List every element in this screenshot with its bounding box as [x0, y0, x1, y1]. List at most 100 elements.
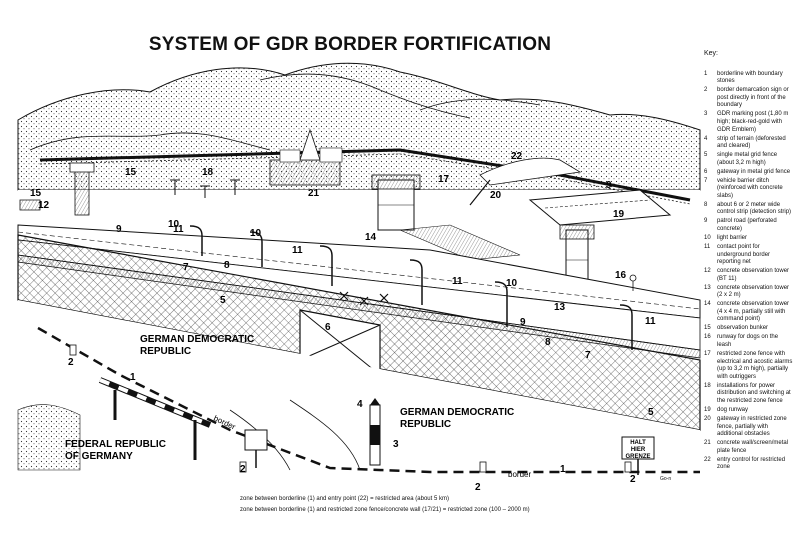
- callout-number-21: 21: [308, 188, 320, 199]
- callout-number-7: 7: [585, 350, 591, 361]
- sign-text-halt: HALT: [630, 440, 646, 446]
- key-item-text: contact point for underground border rep…: [717, 243, 771, 266]
- hills: [17, 62, 701, 191]
- key-item-number: 7: [704, 177, 708, 184]
- key-item-text: about 6 or 2 meter wide control strip (d…: [717, 201, 792, 216]
- callout-number-11: 11: [645, 316, 656, 327]
- callout-number-2: 2: [68, 357, 74, 368]
- key-title: Key:: [704, 50, 719, 57]
- key-item: 19 dog runway: [704, 407, 794, 415]
- callout-number-7: 7: [183, 262, 189, 273]
- key-item-text: light barrier: [717, 234, 748, 241]
- key-item: 11 contact point for underground border r…: [704, 244, 794, 267]
- key-item-number: 19: [704, 406, 711, 413]
- callout-number-1: 1: [560, 464, 566, 475]
- callout-number-20: 20: [490, 190, 502, 201]
- key-item-text: restricted zone fence with electrical an…: [717, 351, 793, 380]
- diagram-title: SYSTEM OF GDR BORDER FORTIFICATION: [148, 34, 552, 55]
- key-item-text: installations for power distribution and…: [717, 382, 791, 404]
- key-item-text: patrol road (perforated concrete): [717, 218, 777, 232]
- key-item-text: gateway in restricted zone fence, partia…: [717, 415, 787, 438]
- key-item-number: 8: [704, 201, 708, 208]
- key-item-number: 11: [704, 243, 711, 250]
- callout-number-9: 9: [520, 317, 526, 328]
- key-item-number: 4: [704, 135, 708, 142]
- callout-number-10: 10: [168, 219, 180, 230]
- key-item-number: 10: [704, 234, 711, 241]
- key-item: 5 single metal grid fence (about 3,2 m hi…: [704, 152, 794, 167]
- frg-label-line2: OF GERMANY: [65, 451, 133, 462]
- callout-number-12: 12: [38, 200, 50, 211]
- key-item-text: vehicle barrier ditch (reinforced with c…: [717, 177, 783, 199]
- callout-number-2: 2: [630, 474, 636, 485]
- key-item-text: border demarcation sign or post directly…: [717, 87, 789, 109]
- caption-restricted-area: zone between borderline (1) and entry po…: [240, 496, 449, 502]
- callout-number-16: 16: [615, 270, 627, 281]
- key-item-number: 20: [704, 415, 711, 422]
- sign-text-hier: HIER: [631, 447, 646, 453]
- key-item-text: borderline with boundary stones: [717, 70, 783, 85]
- key-item-text: single metal grid fence (about 3,2 m hig…: [717, 152, 778, 166]
- key-item-text: runway for dogs on the leash: [717, 334, 779, 349]
- key-item-text: dog runway: [717, 406, 749, 413]
- callout-number-17: 17: [438, 174, 450, 185]
- frg-label-line1: FEDERAL REPUBLIC: [65, 439, 166, 450]
- key-item-text: entry control for restricted zone: [717, 456, 786, 471]
- key-item-number: 12: [704, 268, 711, 275]
- callout-number-11: 11: [452, 276, 463, 287]
- key-item-text: GDR marking post (1,80 m high; black-red…: [717, 111, 789, 133]
- key-item-text: observation bunker: [717, 325, 769, 332]
- callout-number-8: 8: [545, 337, 551, 348]
- key-item-text: concrete observation tower (4 x 4 m, par…: [717, 301, 790, 323]
- key-item: 15 observation bunker: [704, 325, 794, 333]
- scale-label: Go-n: [660, 476, 672, 482]
- callout-number-9: 9: [116, 224, 122, 235]
- callout-number-3: 3: [393, 439, 399, 450]
- key-item: 6 gateway in metal grid fence: [704, 169, 794, 177]
- key-item: 8 about 6 or 2 meter wide control strip (…: [704, 202, 794, 217]
- key-item-number: 13: [704, 284, 711, 291]
- key-item-number: 22: [704, 456, 711, 463]
- gdr-lower-label-line1: GERMAN DEMOCRATIC: [400, 407, 514, 418]
- callout-number-19: 19: [613, 209, 625, 220]
- callout-number-2: 2: [475, 482, 481, 493]
- key-item-text: gateway in metal grid fence: [717, 168, 791, 175]
- number-callouts: 1122223455677889991010101111111112131415…: [30, 151, 656, 493]
- key-item: 22 entry control for restricted zone: [704, 457, 794, 472]
- gdr-upper-label-line2: REPUBLIC: [140, 346, 191, 357]
- callout-number-4: 4: [357, 399, 363, 410]
- key-item-number: 17: [704, 351, 711, 358]
- key-item-number: 15: [704, 325, 711, 332]
- key-item-number: 5: [704, 152, 708, 159]
- callout-number-1: 1: [130, 372, 136, 383]
- callout-number-8: 8: [224, 260, 230, 271]
- key-item: 14 concrete observation tower (4 x 4 m, p…: [704, 301, 794, 324]
- callout-number-5: 5: [220, 295, 226, 306]
- callout-number-13: 13: [554, 302, 566, 313]
- callout-number-22: 22: [511, 151, 523, 162]
- callout-number-11: 11: [173, 224, 184, 235]
- key-item-number: 6: [704, 168, 708, 175]
- callout-number-10: 10: [506, 278, 518, 289]
- key-item: 20 gateway in restricted zone fence, part…: [704, 416, 794, 439]
- key-item: 7 vehicle barrier ditch (reinforced with …: [704, 178, 794, 201]
- gdr-lower-label-line2: REPUBLIC: [400, 419, 451, 430]
- callout-number-15: 15: [30, 188, 42, 199]
- key-item-number: 14: [704, 301, 711, 308]
- callout-number-10: 10: [250, 228, 262, 239]
- callout-number-2: 2: [240, 464, 246, 475]
- key-item-text: concrete wall/screen/metal plate fence: [717, 440, 789, 454]
- sign-text-grenze: GRENZE: [625, 454, 650, 460]
